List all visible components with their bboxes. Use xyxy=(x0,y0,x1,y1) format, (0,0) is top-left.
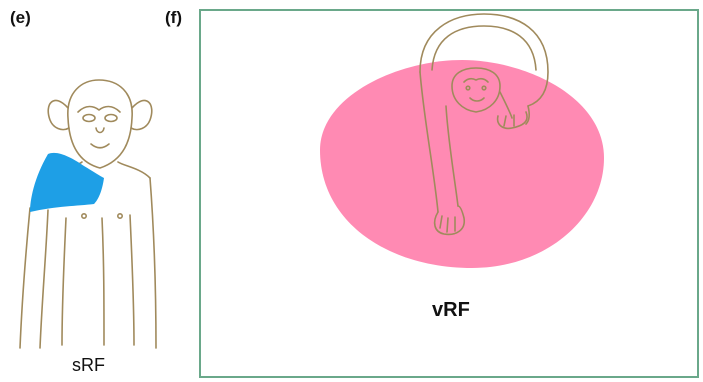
visual-field-caption: vRF xyxy=(432,299,470,322)
monkey-front-drawing xyxy=(20,80,156,348)
visual-receptive-field xyxy=(320,60,604,268)
somatosensory-field-caption: sRF xyxy=(72,355,105,376)
somatosensory-receptive-field xyxy=(30,153,104,212)
